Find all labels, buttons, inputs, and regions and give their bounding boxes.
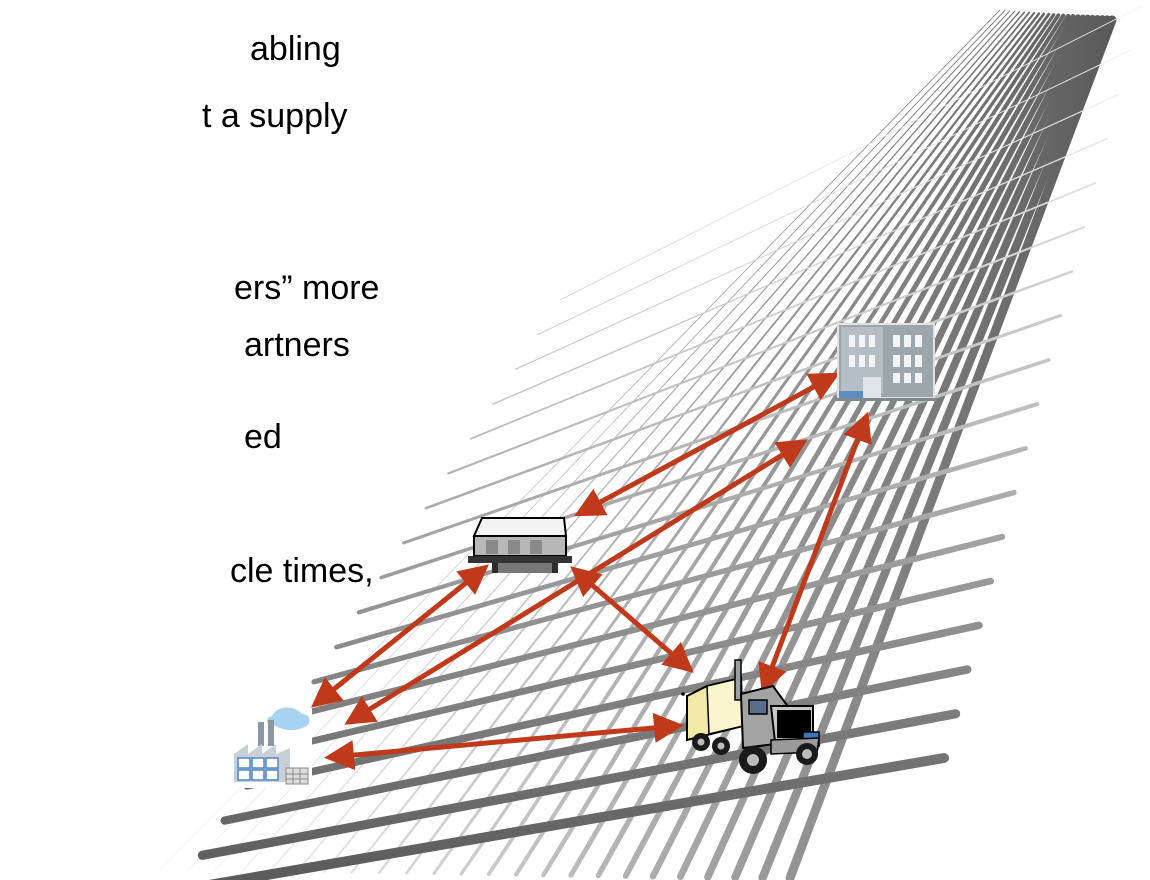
- grid-line-b: [492, 138, 1108, 405]
- grid-line-b: [208, 753, 949, 880]
- bullet-text-line-6: cle times,: [230, 552, 374, 590]
- arrow-truck-office: [758, 411, 872, 695]
- grid-line-b: [559, 5, 1143, 301]
- office-building-icon: [835, 323, 937, 401]
- semi-truck-icon: [681, 659, 820, 774]
- grid-line-a: [568, 14, 1076, 878]
- bullet-text-line-5: ed: [244, 418, 282, 456]
- bullet-text-line-1: abling: [250, 30, 341, 68]
- arrow-warehouse-truck: [570, 566, 694, 673]
- grid-line-b: [220, 665, 972, 825]
- grid-line-b: [447, 226, 1085, 475]
- bullet-text-line-4: artners: [244, 326, 350, 364]
- arrow-factory-truck: [324, 712, 684, 771]
- bullet-text-line-3: ers” more: [234, 269, 380, 307]
- grid-line-b: [537, 49, 1131, 336]
- arrow-factory-warehouse: [310, 564, 490, 708]
- grid-line-b: [311, 489, 1017, 685]
- grid-line-b: [197, 709, 961, 860]
- perspective-grid-lines-b: [197, 5, 1143, 880]
- warehouse-icon: [468, 517, 572, 573]
- factory-icon: [230, 707, 312, 788]
- connection-arrows: [310, 372, 872, 771]
- bullet-text-line-2: t a supply: [202, 97, 348, 135]
- grid-line-b: [514, 93, 1120, 370]
